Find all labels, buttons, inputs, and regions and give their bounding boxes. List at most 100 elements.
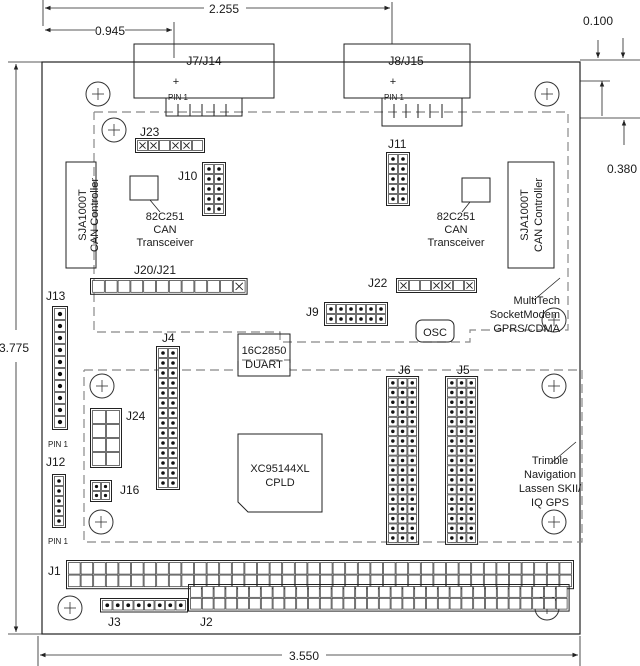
connector-j2	[188, 584, 570, 612]
connector-j3	[100, 598, 188, 613]
pin-pad	[473, 586, 485, 598]
connector-j7: J7/J14 + PIN 1	[133, 43, 275, 117]
pin-pad	[225, 597, 238, 610]
pin-pad	[544, 586, 556, 598]
pin-pad	[395, 562, 409, 575]
pin-pad	[426, 586, 438, 598]
pin-pad	[220, 280, 233, 293]
pin-pad	[555, 597, 568, 610]
label-j9: J9	[306, 305, 319, 319]
pin-pad	[409, 280, 420, 291]
label-j12: J12	[46, 455, 66, 469]
pin-pad	[105, 562, 119, 575]
modem-outline	[93, 111, 569, 343]
label-pin1-j12: PIN 1	[48, 537, 69, 546]
pin-pad	[117, 280, 131, 293]
pin-pad	[92, 438, 106, 452]
pin-pad	[106, 424, 120, 438]
gps-label: Trimble Navigation Lassen SKII/ IQ GPS	[519, 441, 582, 509]
xcvr-left-1: 82C251	[146, 211, 185, 223]
pin-pad	[420, 280, 431, 291]
pin-pad	[414, 597, 426, 610]
label-j11: J11	[388, 137, 407, 151]
pin-pad	[181, 280, 195, 293]
dim-right-small: 0.100	[583, 14, 613, 28]
pin-pad	[106, 438, 120, 452]
pin-pad	[544, 597, 556, 610]
pin-pad	[237, 586, 249, 598]
connector-j4	[156, 346, 180, 490]
pin-pad	[343, 597, 356, 610]
modem-label: MultiTech SocketModem GPRS/CDMA	[490, 277, 561, 335]
label-j4: J4	[162, 331, 175, 345]
pin-pad	[190, 586, 202, 598]
pin-pad	[106, 410, 120, 424]
transceiver-right: 82C251 CAN Transceiver	[427, 177, 491, 249]
pin-pad	[181, 574, 194, 588]
pin-pad	[370, 562, 383, 575]
pin-pad	[509, 562, 522, 575]
pin-pad	[156, 280, 169, 293]
pin-pad	[92, 410, 106, 424]
label-pin1-j13: PIN 1	[48, 440, 69, 449]
pin-pad	[237, 597, 249, 610]
svg-text:+: +	[390, 76, 396, 88]
pin-pad	[106, 452, 120, 466]
pin-pad	[206, 562, 220, 575]
pin-pad	[461, 586, 474, 598]
pin-pad	[414, 586, 426, 598]
connector-j9	[324, 302, 388, 326]
pin-pad	[68, 562, 81, 575]
pin-pad	[93, 574, 106, 588]
pin-pad	[473, 597, 485, 610]
connector-j6	[386, 376, 420, 545]
pin-pad	[555, 586, 568, 598]
pin-pad	[282, 562, 295, 575]
pin-pad	[496, 586, 509, 598]
pin-pad	[213, 586, 226, 598]
pin-pad	[532, 597, 544, 610]
pin-pad	[92, 424, 106, 438]
sja-right-desc: CAN Controller	[533, 178, 545, 252]
connector-j11	[386, 152, 410, 206]
pin-pad	[260, 586, 273, 598]
label-j13: J13	[46, 289, 66, 303]
pin-pad	[520, 586, 533, 598]
transceiver-left: 82C251 CAN Transceiver	[129, 175, 194, 249]
connector-j10	[202, 162, 226, 216]
pin-pad	[408, 562, 421, 575]
duart-line-2: DUART	[245, 359, 283, 371]
connector-j5	[445, 376, 479, 545]
pin-pad	[159, 140, 170, 151]
pin-pad	[168, 574, 182, 588]
pin-pad	[367, 586, 379, 598]
pin-pad	[194, 562, 207, 575]
pin-pad	[508, 597, 521, 610]
connector-j24	[90, 408, 122, 468]
pin-pad	[168, 562, 182, 575]
label-j16: J16	[120, 483, 140, 497]
pin-pad	[390, 586, 403, 598]
label-j22: J22	[368, 276, 388, 290]
connector-j20	[90, 278, 248, 295]
cpld-chip: XC95144XL CPLD	[237, 433, 323, 513]
pin-pad	[446, 562, 459, 575]
pin-pad	[104, 280, 118, 293]
sja-left-desc: CAN Controller	[89, 178, 101, 252]
gps-line-3: Lassen SKII/	[519, 483, 582, 495]
sja-right-name: SJA1000T	[519, 189, 531, 241]
connector-j22	[396, 278, 477, 293]
pin-pad	[194, 280, 208, 293]
cpld-line-1: XC95144XL	[250, 463, 309, 475]
gps-line-2: Navigation	[524, 469, 576, 481]
pin-pad	[320, 562, 333, 575]
sja-left-name: SJA1000T	[77, 189, 89, 241]
pin-pad	[168, 280, 182, 293]
svg-text:+: +	[173, 76, 179, 88]
connector-j16	[90, 480, 112, 502]
oscillator: OSC	[415, 319, 455, 343]
dim-top-offset: 0.945	[95, 24, 125, 38]
osc-label: OSC	[423, 327, 447, 339]
duart-line-1: 16C2850	[242, 345, 287, 357]
